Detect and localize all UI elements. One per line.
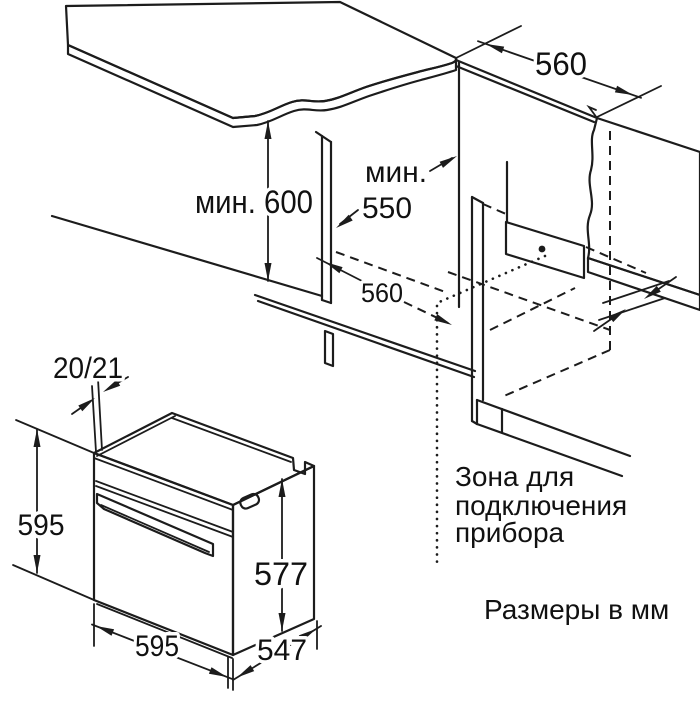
connection-zone-hatch [504,220,586,280]
dim-oven-height [12,419,95,601]
side-grip-slot [239,492,261,510]
connection-point-dot [538,245,546,253]
connection-zone-caption: Зона для подключения прибора [455,461,627,548]
label-niche-width-bottom: 560 [361,278,403,308]
oven-handle [95,492,215,558]
label-oven-body-height: 577 [254,556,308,592]
connection-zone-caption-line3: прибора [455,517,565,548]
dim-niche-depth-leaders [336,156,457,228]
label-oven-depth: 547 [257,634,307,667]
label-niche-width-top: 560 [535,46,587,82]
hidden-dashed-lines [335,131,647,397]
dim-door-overhang [71,376,129,453]
dim-niche-width-top [455,25,662,118]
label-niche-height: мин. 600 [195,184,313,220]
dim-niche-width-bottom [316,257,452,325]
countertop-surface [64,0,458,120]
oven-drawing [92,411,316,659]
dim-oven-depth [232,620,322,681]
dim-wall-gap-arrows [593,276,677,332]
label-niche-depth-value: 550 [362,192,412,225]
connection-zone [504,220,586,280]
label-door-overhang: 20/21 [53,352,123,385]
dim-oven-body-height [278,478,286,632]
cabinet-lines [50,58,632,478]
right-wall-corner-tab [586,104,598,119]
label-oven-width: 595 [135,630,179,663]
countertop-edge-band [66,43,458,129]
label-oven-height: 595 [18,509,65,542]
right-wall [586,116,700,297]
label-niche-depth-prefix: мин. [365,156,427,189]
connection-zone-caption-line2: подключения [455,490,627,521]
connection-zone-caption-line1: Зона для [455,461,574,492]
units-note: Размеры в мм [484,594,669,625]
dim-niche-height [264,120,272,282]
dim-oven-width [91,603,234,691]
